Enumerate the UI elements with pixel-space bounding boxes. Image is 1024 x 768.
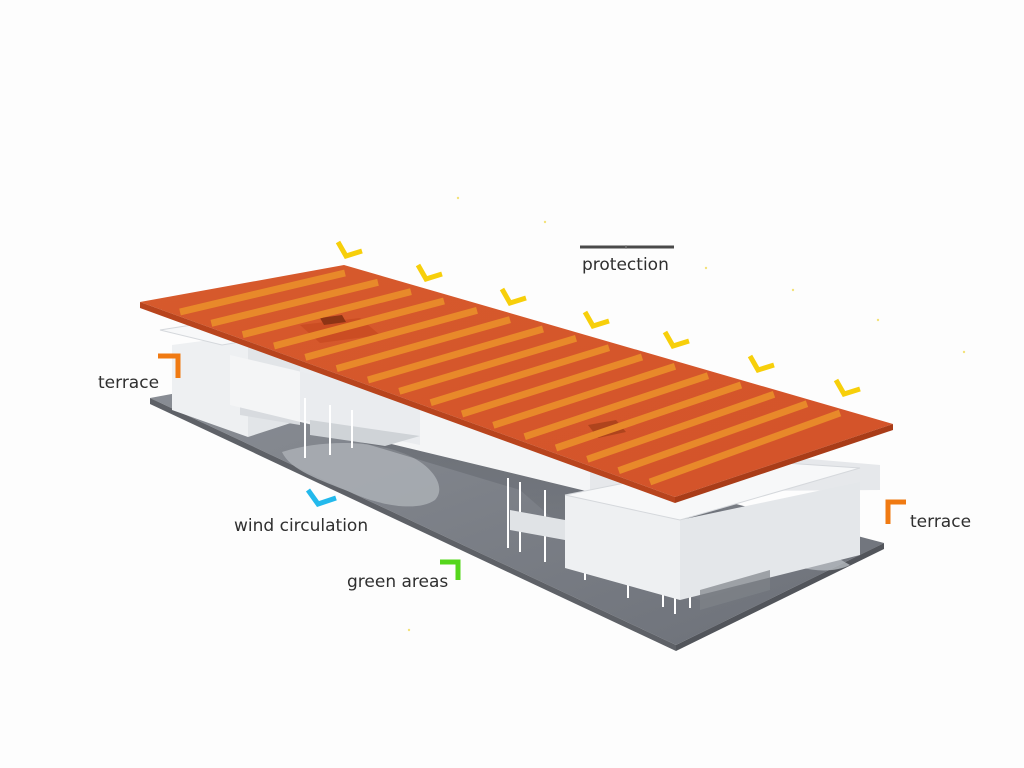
roof-slat (617, 400, 809, 474)
roof-slat (460, 353, 644, 418)
roof-slat (210, 278, 379, 327)
wind-circulation-icon (305, 488, 337, 507)
sun-chevron-icon (499, 287, 527, 306)
label-terrace-left: terrace (98, 373, 160, 393)
roof-slat (179, 269, 346, 316)
sun-chevron-icon (335, 240, 363, 259)
terrace-left-icon (158, 353, 181, 378)
label-terrace-right: terrace (910, 512, 972, 532)
roof-slat (273, 297, 445, 350)
roof-slat (367, 325, 544, 384)
label-protection: protection (582, 255, 669, 275)
terrace-right-icon (885, 499, 906, 524)
sun-chevron-icon (415, 263, 443, 282)
roof-slats (179, 269, 842, 486)
sun-chevron-icon (747, 354, 775, 373)
roof-slat (335, 316, 511, 373)
label-green-areas: green areas (347, 572, 449, 592)
sun-chevron-icon (833, 378, 861, 397)
roof-slat (586, 391, 776, 463)
sun-chevron-group (335, 240, 861, 397)
sun-chevron-icon (662, 330, 690, 349)
label-wind-circulation: wind circulation (234, 516, 369, 536)
roof-slat (492, 363, 677, 429)
roof-slat (304, 306, 478, 361)
roof-slat (398, 334, 578, 395)
roof-slat (241, 288, 412, 339)
roof-slat (429, 344, 611, 407)
roof-slat (648, 409, 842, 486)
decor-dots (407, 196, 966, 632)
roof-slat (554, 381, 743, 452)
sun-chevron-icon (582, 310, 610, 329)
green-areas-icon (440, 559, 461, 580)
roof-slat (523, 372, 710, 440)
